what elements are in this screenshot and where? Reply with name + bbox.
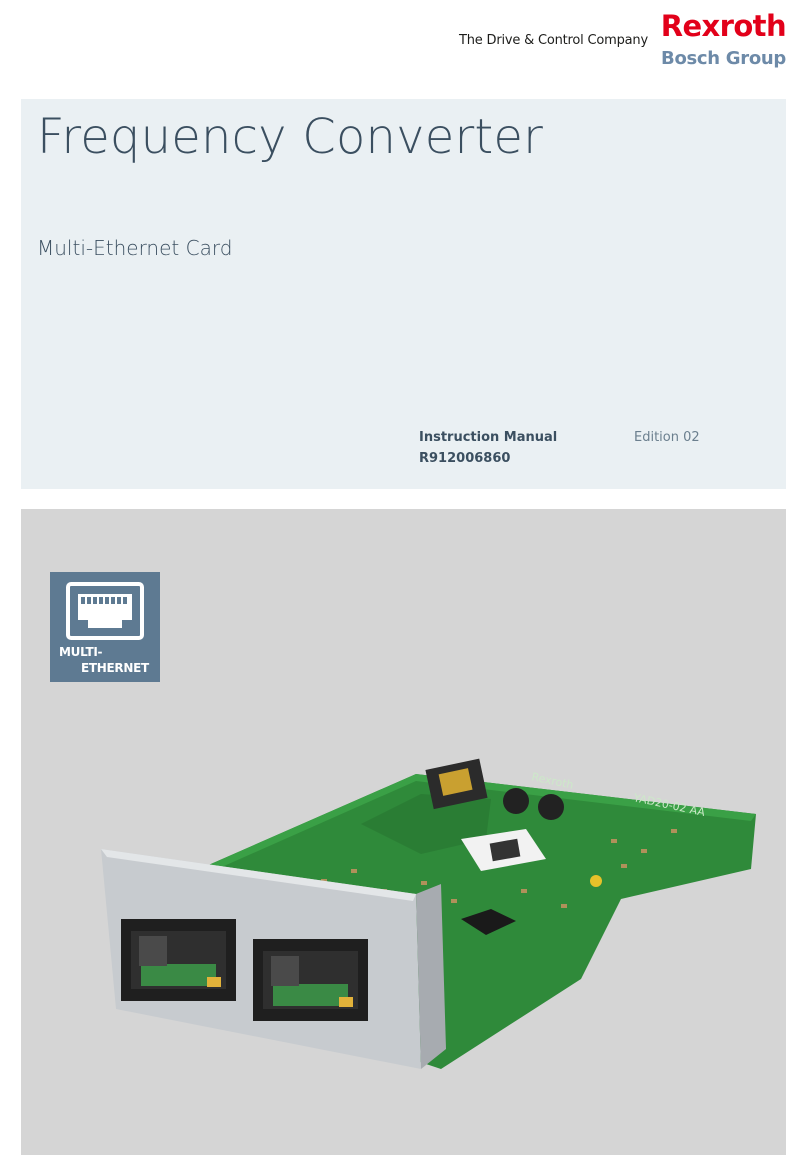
ethernet-port-icon [66, 582, 144, 640]
product-photo-panel: Rexroth YAD20-02 AA [21, 509, 786, 1155]
multi-ethernet-badge: MULTI- ETHERNET [50, 572, 160, 682]
title-panel: Frequency Converter Multi-Ethernet Card … [21, 99, 786, 489]
badge-label-line2: ETHERNET [81, 661, 149, 675]
document-title: Frequency Converter [37, 109, 544, 165]
multi-ethernet-card-image: Rexroth YAD20-02 AA [101, 758, 756, 1069]
document-subtitle: Multi-Ethernet Card [37, 236, 233, 260]
document-type: Instruction Manual [419, 430, 558, 445]
badge-label-line1: MULTI- [59, 645, 103, 659]
document-number: R912006860 [419, 451, 511, 466]
rexroth-logo: Rexroth [660, 9, 787, 43]
edition-label: Edition 02 [634, 430, 700, 445]
bosch-group-logo: Bosch Group [661, 48, 786, 69]
company-tagline: The Drive & Control Company [459, 33, 648, 48]
